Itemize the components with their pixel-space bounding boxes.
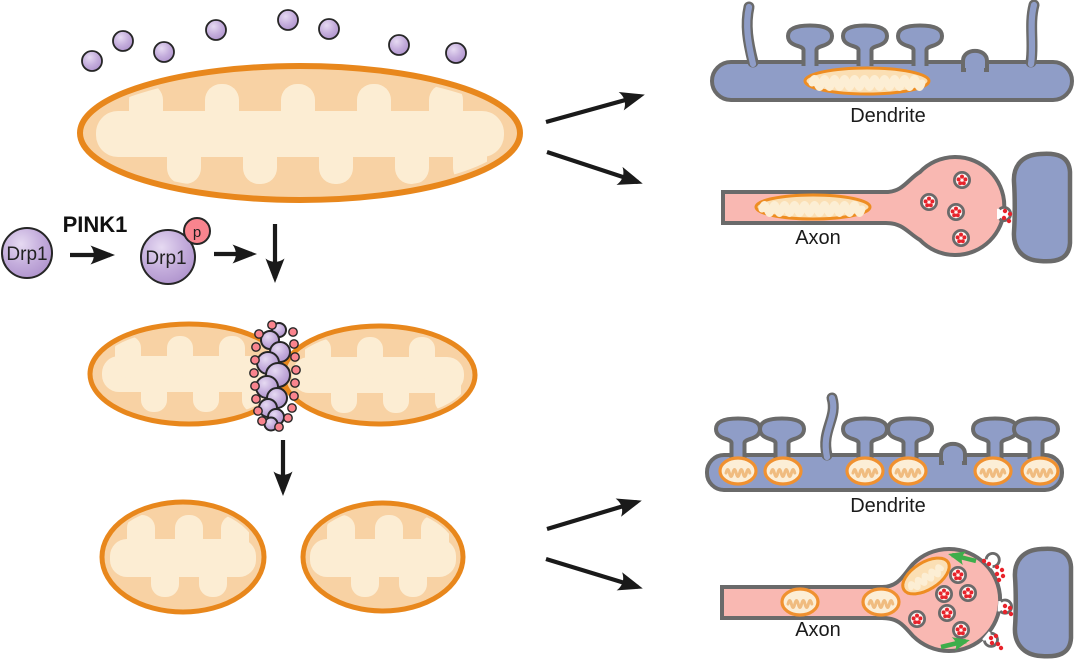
- elongated-mitochondrion: [77, 63, 523, 203]
- synaptic-vesicle: [949, 566, 967, 584]
- synaptic-vesicle: [935, 585, 953, 603]
- mitochondrion-cristae: [96, 84, 504, 184]
- phosphorylated-drp1-molecule: [140, 229, 196, 285]
- free-drp1-molecules: [81, 9, 467, 72]
- ring-phosphate-dots: [249, 320, 301, 432]
- phosphorylation-step: PINK1 Drp1 Drp1 p: [1, 212, 285, 285]
- drp1-molecule-icon: [205, 19, 227, 41]
- dendrite-filopodium: [1025, 0, 1040, 68]
- constricting-mitochondrion: [87, 320, 478, 432]
- synaptic-vesicle: [952, 621, 970, 639]
- drp1-label: Drp1: [6, 244, 47, 265]
- drp1-molecule-icon: [81, 50, 103, 72]
- drp1-constriction-ring: [249, 320, 301, 432]
- branch-arrow-to-axon-before: [546, 150, 643, 185]
- synaptic-vesicle: [953, 170, 971, 190]
- drp1-molecule-icon: [388, 34, 410, 56]
- branch-arrow-to-axon-after: [545, 556, 643, 591]
- dendrite-mitochondrion: [718, 456, 758, 486]
- drp1-molecule-icon: [277, 9, 299, 31]
- branch-arrow-to-dendrite-before: [545, 92, 645, 125]
- dendrite-label: Dendrite: [850, 105, 926, 127]
- dendrite-mitochondrion: [973, 456, 1013, 486]
- dendrite-mitochondrion: [1020, 456, 1060, 486]
- axon-after: Axon: [720, 549, 1071, 657]
- phosphorylated-drp1-label: Drp1: [145, 248, 186, 269]
- postsynaptic-cell: [1014, 154, 1070, 262]
- drp1-molecule-icon: [153, 41, 175, 63]
- axon-mitochondrion: [780, 587, 820, 617]
- synaptic-vesicle: [952, 228, 970, 248]
- dendrite-mitochondrion: [888, 456, 928, 486]
- axon-before: Axon: [721, 154, 1070, 262]
- daughter-mitochondrion-left: [99, 499, 267, 615]
- vesicle-recycle-arrow-right: [940, 637, 970, 651]
- branch-arrow-to-dendrite-after: [546, 498, 642, 532]
- phosphate-badge: [183, 217, 211, 245]
- axon-mitochondrion: [754, 193, 872, 221]
- dendrite-label: Dendrite: [850, 495, 926, 517]
- dendrite-mitochondrion: [803, 66, 931, 96]
- synaptic-vesicle: [938, 604, 956, 622]
- axon-label: Axon: [795, 227, 841, 249]
- released-neurotransmitter-dots: [1001, 208, 1013, 224]
- drp1-molecule-icon: [318, 18, 340, 40]
- drp1-molecule-icon: [112, 30, 134, 52]
- synaptic-vesicle: [947, 202, 965, 222]
- terminal-mitochondrion: [901, 556, 951, 596]
- drp1-molecule-icon: [445, 42, 467, 64]
- axon-mitochondrion: [861, 587, 901, 617]
- dendrite-before: Dendrite: [710, 0, 1074, 127]
- daughter-mitochondrion-right: [300, 500, 466, 614]
- synaptic-vesicle: [908, 610, 926, 628]
- phosphate-label: p: [193, 224, 201, 241]
- axon-label: Axon: [795, 619, 841, 641]
- dendrite-mitochondrion: [763, 456, 803, 486]
- synaptic-vesicle: [920, 192, 938, 212]
- dendrite-after: Dendrite: [705, 392, 1064, 517]
- synaptic-vesicle: [959, 584, 977, 602]
- drp1-molecule: [1, 227, 53, 279]
- postsynaptic-cell: [1015, 549, 1071, 657]
- dendrite-filopodium: [820, 392, 839, 461]
- vesicle-recycle-arrow-left: [948, 551, 977, 565]
- pink1-label: PINK1: [63, 212, 128, 237]
- dendrite-mitochondrion: [845, 456, 885, 486]
- dendrite-filopodium: [741, 1, 759, 68]
- stubby-spine: [961, 48, 989, 76]
- stubby-spine: [939, 441, 967, 469]
- released-neurotransmitter-dots: [981, 558, 1014, 651]
